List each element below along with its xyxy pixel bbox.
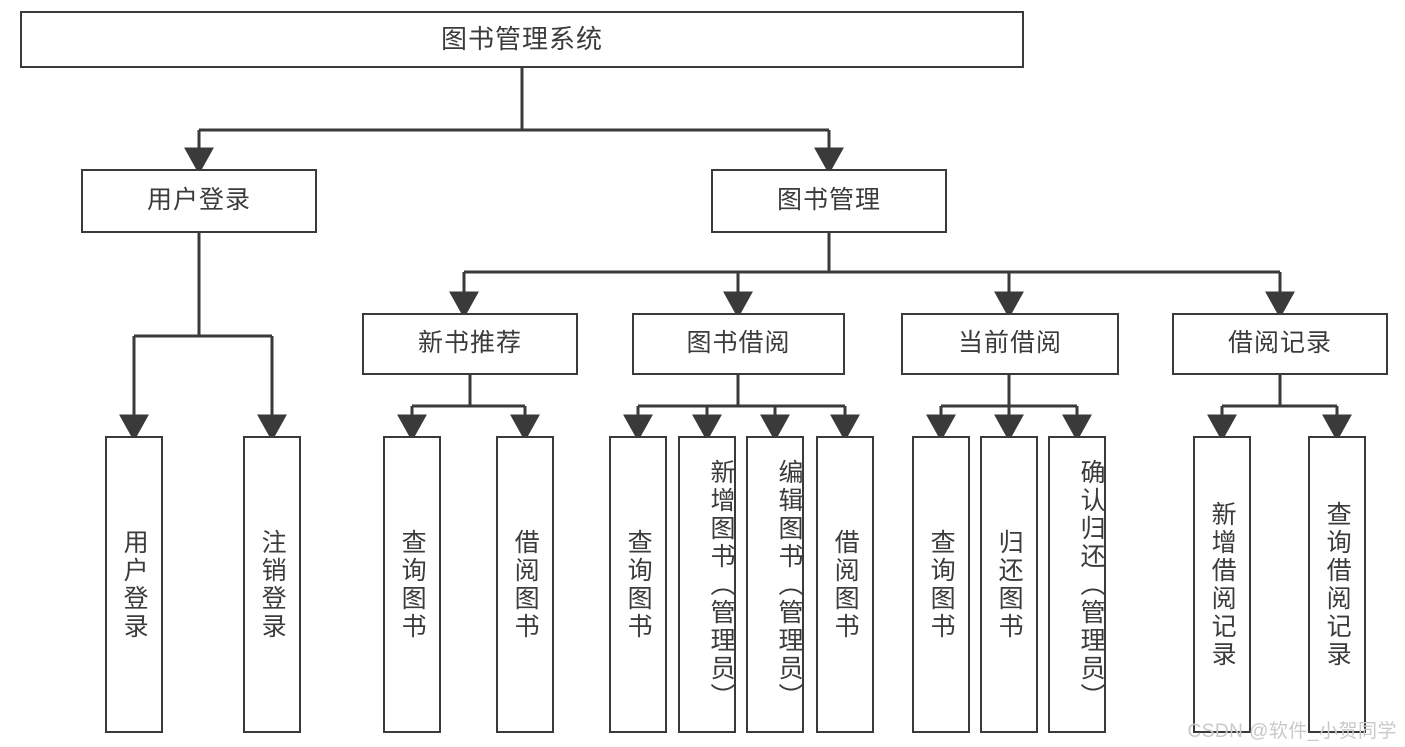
node-leaf-add-borrow-record[interactable]: 新增借阅记录 bbox=[1193, 436, 1251, 733]
node-leaf-query-book-recommend[interactable]: 查询图书 bbox=[383, 436, 441, 733]
node-leaf-query-book-current[interactable]: 查询图书 bbox=[912, 436, 970, 733]
node-book-management[interactable]: 图书管理 bbox=[711, 169, 947, 233]
node-borrow-record[interactable]: 借阅记录 bbox=[1172, 313, 1388, 375]
node-leaf-borrow-book-recommend[interactable]: 借阅图书 bbox=[496, 436, 554, 733]
node-new-book-recommend[interactable]: 新书推荐 bbox=[362, 313, 578, 375]
node-leaf-user-login[interactable]: 用户登录 bbox=[105, 436, 163, 733]
node-leaf-add-book-admin[interactable]: 新增图书（管理员） bbox=[678, 436, 736, 733]
node-leaf-return-book[interactable]: 归还图书 bbox=[980, 436, 1038, 733]
watermark-csdn: CSDN @软件_小贺同学 bbox=[1187, 721, 1397, 742]
node-book-borrow[interactable]: 图书借阅 bbox=[632, 313, 845, 375]
node-current-borrow[interactable]: 当前借阅 bbox=[901, 313, 1119, 375]
node-root-book-management-system[interactable]: 图书管理系统 bbox=[20, 11, 1024, 68]
node-leaf-query-book-borrow[interactable]: 查询图书 bbox=[609, 436, 667, 733]
node-user-login[interactable]: 用户登录 bbox=[81, 169, 317, 233]
node-leaf-logout-login[interactable]: 注销登录 bbox=[243, 436, 301, 733]
node-leaf-borrow-book[interactable]: 借阅图书 bbox=[816, 436, 874, 733]
node-leaf-edit-book-admin[interactable]: 编辑图书（管理员） bbox=[746, 436, 804, 733]
node-leaf-confirm-return-admin[interactable]: 确认归还（管理员） bbox=[1048, 436, 1106, 733]
node-leaf-query-borrow-record[interactable]: 查询借阅记录 bbox=[1308, 436, 1366, 733]
